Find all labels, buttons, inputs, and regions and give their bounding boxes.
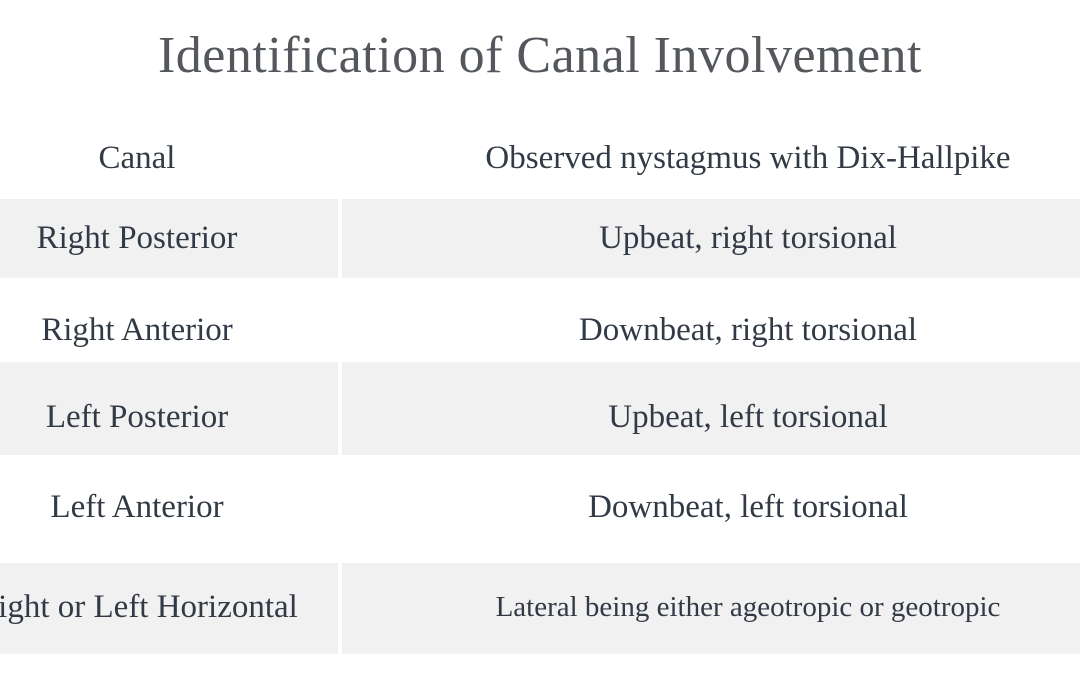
shaded-cell-left <box>0 199 338 278</box>
shaded-cell-right <box>342 563 1080 654</box>
nystagmus-cell: Downbeat, left torsional <box>588 488 908 525</box>
nystagmus-cell: Upbeat, right torsional <box>599 220 897 256</box>
table-header-row: Canal Observed nystagmus with Dix-Hallpik… <box>0 120 1080 196</box>
table-row: Left Posterior Upbeat, left torsional <box>0 375 1080 459</box>
canal-cell: Left Anterior <box>50 488 224 525</box>
nystagmus-cell: Lateral being either ageotropic or geotr… <box>495 590 1001 623</box>
shaded-cell-right <box>342 362 1080 455</box>
page-title: Identification of Canal Involvement <box>157 27 923 84</box>
shaded-cell-left <box>0 362 338 455</box>
table-row: Right Posterior Upbeat, right torsional <box>0 196 1080 281</box>
canal-cell: Left Posterior <box>45 398 229 435</box>
canal-cell: Right or Left Horizontal <box>0 588 298 625</box>
nystagmus-cell: Upbeat, left torsional <box>608 398 888 435</box>
shaded-cell-left <box>0 563 338 654</box>
nystagmus-cell: Downbeat, right torsional <box>578 311 918 348</box>
canal-cell: Right Anterior <box>41 311 233 348</box>
shaded-cell-right <box>342 199 1080 278</box>
table-row: Right or Left Horizontal Lateral being ei… <box>0 565 1080 649</box>
column-header-nystagmus: Observed nystagmus with Dix-Hallpike <box>485 139 1011 176</box>
column-header-canal: Canal <box>98 139 176 176</box>
canal-cell: Right Posterior <box>36 220 238 256</box>
table-row: Left Anterior Downbeat, left torsional <box>0 465 1080 549</box>
table-row: Right Anterior Downbeat, right torsional <box>0 288 1080 372</box>
